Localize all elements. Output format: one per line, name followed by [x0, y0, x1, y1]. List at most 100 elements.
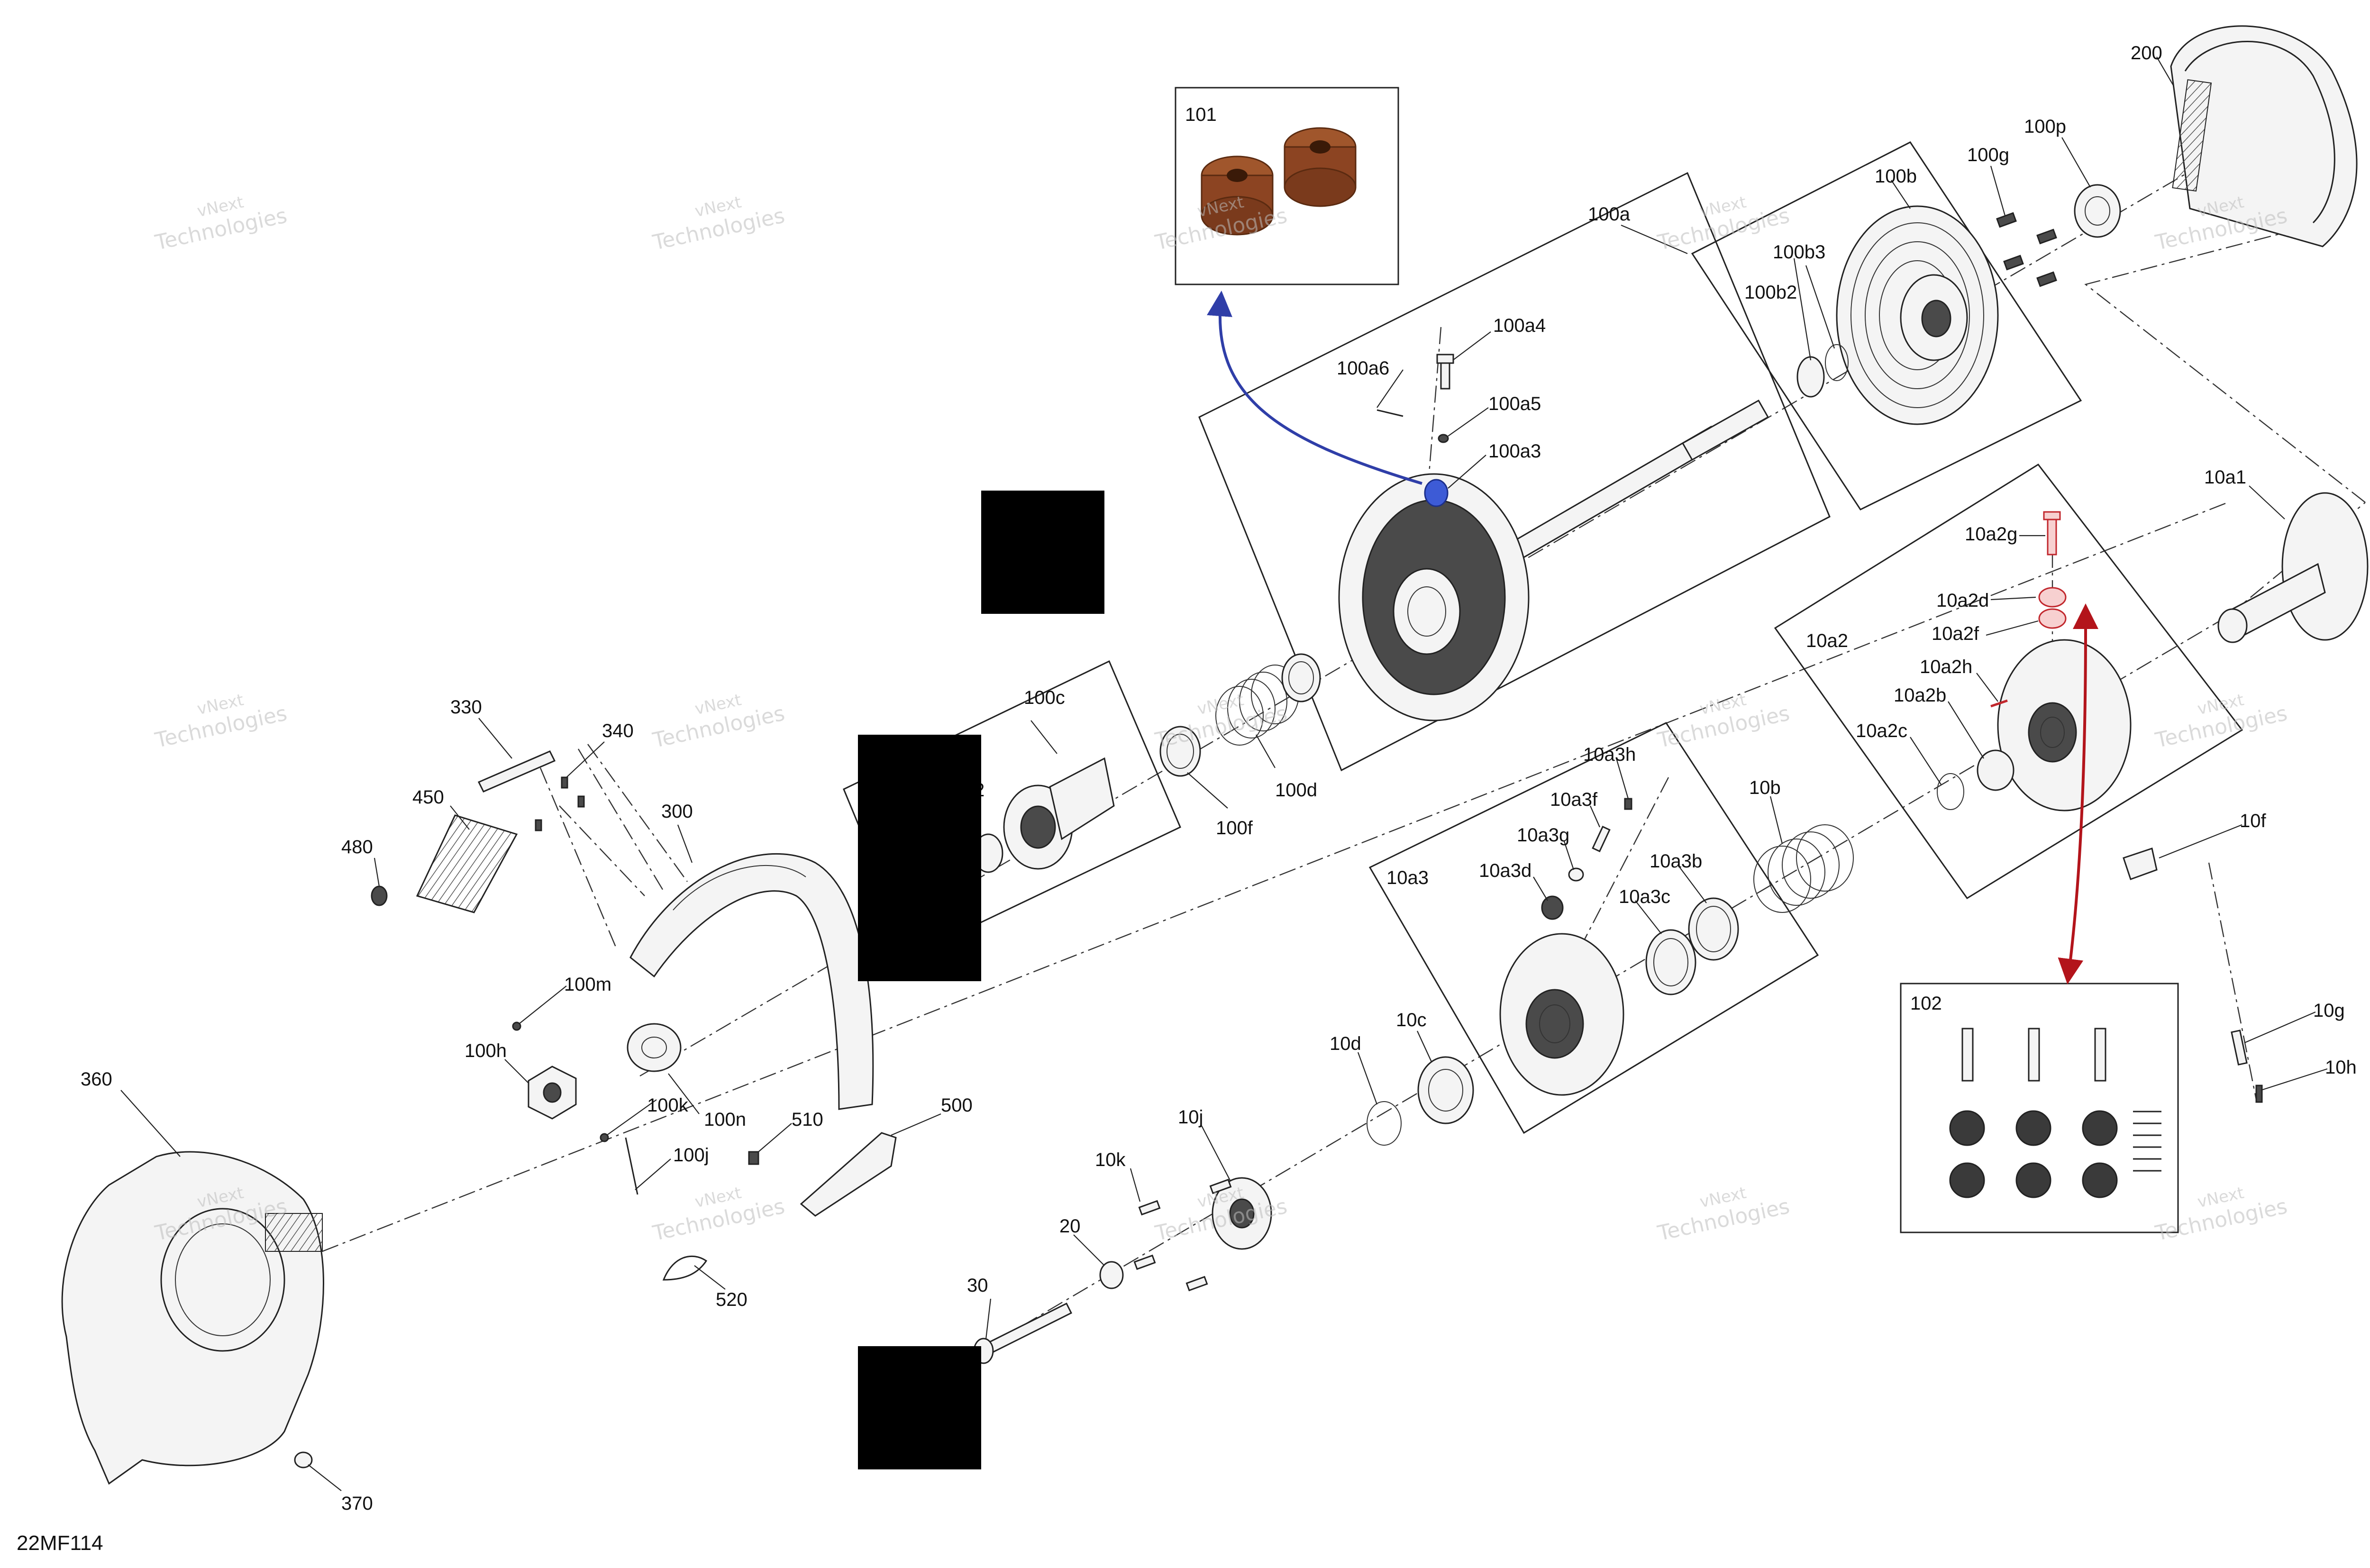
callout-100g: 100g — [1967, 145, 2009, 165]
callout-100f: 100f — [1216, 818, 1253, 839]
callout-100a5: 100a5 — [1488, 393, 1541, 414]
callout-10a3h: 10a3h — [1583, 744, 1636, 765]
callout-520: 520 — [716, 1289, 747, 1310]
callout-100b: 100b — [1875, 166, 1917, 187]
screw-10a3h — [1624, 798, 1632, 810]
callout-100p: 100p — [2024, 116, 2066, 137]
washer-20 — [1099, 1261, 1124, 1289]
callout-102: 102 — [1910, 993, 1942, 1014]
callout-100a: 100a — [1588, 204, 1631, 225]
callout-10b: 10b — [1749, 777, 1781, 798]
blue-reference-arrow — [1207, 291, 1422, 485]
screws-340 — [535, 776, 585, 831]
callout-10a2c: 10a2c — [1856, 720, 1907, 741]
pin-10g — [2231, 1030, 2248, 1066]
slider-10f — [2123, 848, 2158, 880]
housing-360 — [61, 1151, 324, 1485]
callout-10d: 10d — [1330, 1033, 1361, 1054]
figure-id: 22MF114 — [17, 1532, 103, 1555]
callout-labels: 101 102 200 100p 100g 100b 100a 100b3 10… — [17, 43, 2357, 1555]
box-100b — [1691, 141, 2082, 511]
redaction-block — [858, 735, 981, 981]
callout-10h: 10h — [2325, 1057, 2357, 1078]
callout-10a3f: 10a3f — [1550, 789, 1598, 810]
callout-10a3g: 10a3g — [1517, 825, 1569, 846]
nut-480 — [371, 885, 388, 906]
callout-500: 500 — [941, 1095, 973, 1116]
sheave-10a1 — [2217, 492, 2369, 643]
pin-10a2h — [1990, 699, 2008, 708]
bracket-500 — [800, 1132, 897, 1217]
ring-10d — [1367, 1101, 1402, 1146]
callout-10a3b: 10a3b — [1650, 851, 1702, 872]
redaction-block — [858, 1346, 981, 1469]
red-reference-arrow — [2058, 630, 2087, 985]
pin-10a3f — [1592, 825, 1611, 853]
callout-10a2h: 10a2h — [1920, 656, 1972, 677]
screw-10a2g — [2043, 511, 2061, 556]
housing-10a3 — [1499, 933, 1624, 1096]
washer-10a3g — [1568, 867, 1584, 882]
group-boxes — [843, 87, 2243, 1233]
hub-10j — [1212, 1177, 1272, 1250]
callout-10a3: 10a3 — [1386, 867, 1429, 888]
box-100a — [1198, 172, 1831, 772]
bearing-100p — [2074, 184, 2121, 238]
callout-480: 480 — [341, 837, 373, 857]
callout-10a1: 10a1 — [2204, 467, 2246, 488]
callout-100n: 100n — [704, 1109, 746, 1130]
callout-20: 20 — [1059, 1216, 1081, 1237]
redactions — [858, 491, 1104, 1469]
guard-300 — [629, 853, 874, 1110]
cover-10a2 — [1997, 639, 2132, 811]
callout-300: 300 — [661, 801, 693, 822]
inset-101-rollers — [1201, 127, 1357, 236]
screw-510 — [748, 1151, 759, 1165]
washer-100k — [600, 1133, 609, 1142]
callout-100j: 100j — [673, 1145, 709, 1166]
callout-100h: 100h — [465, 1040, 507, 1061]
callout-100a3: 100a3 — [1488, 441, 1541, 462]
pin-100a6 — [1376, 409, 1404, 417]
callout-10a3d: 10a3d — [1479, 860, 1531, 881]
roller-10a3d — [1541, 895, 1564, 920]
nut-100h — [528, 1066, 577, 1120]
washer-100f-2 — [1281, 653, 1321, 702]
clip-520 — [662, 1255, 708, 1281]
grille-450 — [416, 814, 518, 913]
screw-10h — [2255, 1085, 2263, 1103]
spider-100c — [973, 757, 1115, 873]
callout-10f: 10f — [2240, 811, 2266, 831]
callout-10k: 10k — [1095, 1149, 1126, 1170]
callout-100b2: 100b2 — [1744, 282, 1797, 303]
callout-360: 360 — [81, 1069, 112, 1090]
callout-101: 101 — [1185, 104, 1217, 125]
callout-100d: 100d — [1275, 780, 1317, 801]
screw-100a4 — [1436, 354, 1454, 390]
roller-100a3 — [1424, 479, 1449, 507]
callout-10c: 10c — [1396, 1010, 1427, 1030]
bushing-10a2b — [1977, 749, 2014, 791]
screws-10k — [1133, 1178, 1232, 1292]
callout-30: 30 — [967, 1275, 988, 1296]
callout-330: 330 — [450, 697, 482, 718]
leader-lines — [120, 56, 2328, 1491]
sheave-100a — [1338, 473, 1530, 721]
pin-100m — [512, 1021, 521, 1031]
callout-10g: 10g — [2313, 1000, 2345, 1021]
box-101 — [1175, 87, 1399, 285]
bearing-10c — [1417, 1056, 1474, 1124]
bolt-100j — [625, 1137, 638, 1195]
callout-10a2f: 10a2f — [1932, 623, 1979, 644]
callout-10a2g: 10a2g — [1965, 524, 2017, 545]
callout-10a2d: 10a2d — [1936, 590, 1989, 611]
callout-100c: 100c — [1024, 687, 1065, 708]
washer-10a2f — [2038, 608, 2067, 629]
callout-450: 450 — [412, 787, 444, 808]
ring-100b3 — [1825, 344, 1849, 381]
screws-100g — [1996, 212, 2057, 287]
bushing-100b2 — [1796, 356, 1825, 398]
callout-100b3: 100b3 — [1773, 242, 1825, 263]
callout-370: 370 — [341, 1493, 373, 1514]
